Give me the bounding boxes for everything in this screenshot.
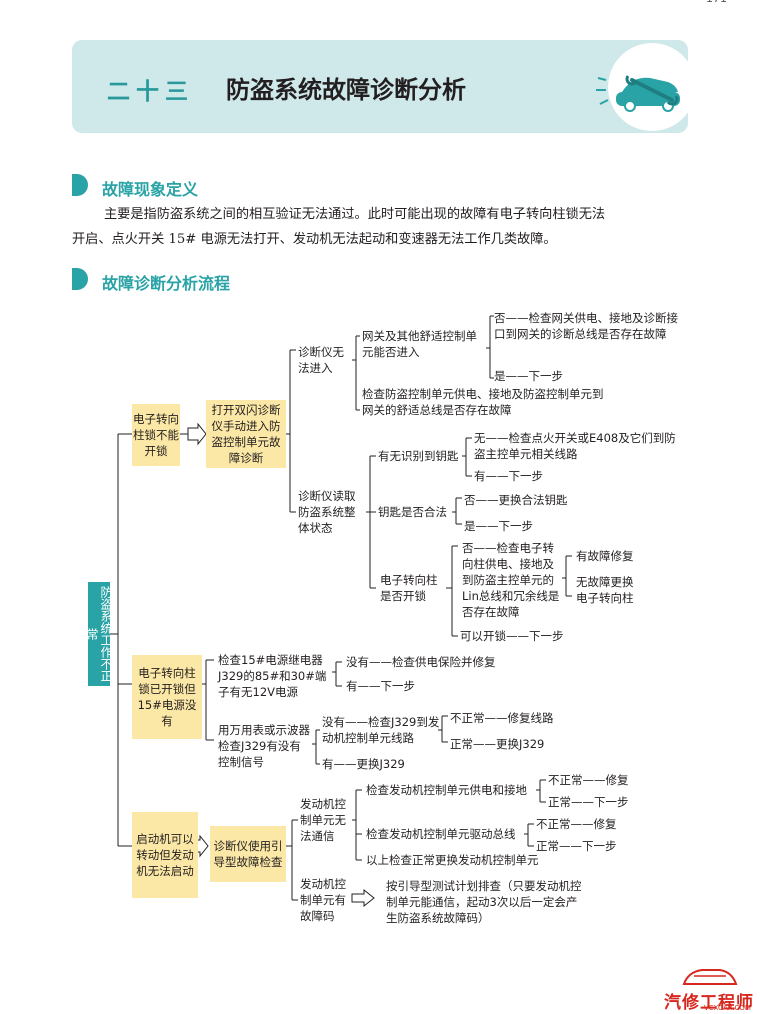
node-column-no: 否——检查电子转向柱供电、接地及到防盗主控单元的Lin总线和冗余线是否存在故障: [462, 541, 560, 619]
node-line-abnormal: 不正常——修复线路: [450, 711, 554, 725]
node-read-status: 诊断仪读取防盗系统整体状态: [298, 489, 356, 535]
section-title-flow: 故障诊断分析流程: [102, 274, 231, 293]
node-key-none: 无——检查点火开关或E408及它们到防盗主控单元相关线路: [474, 431, 676, 461]
section-marker: [72, 268, 88, 290]
fault-box-steering-lock: 电子转向柱锁不能开锁: [132, 404, 180, 466]
node-cannot-enter: 诊断仪无法进入: [298, 345, 344, 375]
node-key-valid: 钥匙是否合法: [378, 505, 447, 519]
node-key-detected: 有无识别到钥匙: [378, 449, 459, 463]
node-gateway-yes: 是——下一步: [494, 369, 563, 383]
chapter-title: 防盗系统故障诊断分析: [226, 76, 466, 104]
action-box-diagnose: 打开双闪诊断仪手动进入防盗控制单元故障诊断: [206, 400, 286, 468]
watermark-url: VCXCAR.COM: [704, 1004, 751, 1012]
node-gateway-check: 网关及其他舒适控制单元能否进入: [362, 329, 477, 359]
node-ecu-bus-abnormal: 不正常——修复: [536, 817, 617, 831]
node-signal-yes: 有——更换J329: [322, 757, 405, 771]
node-replace-ecu: 以上检查正常更换发动机控制单元: [366, 853, 539, 867]
section-marker: [72, 174, 88, 196]
node-relay-no: 没有——检查供电保险并修复: [346, 655, 496, 669]
node-guided-test: 按引导型测试计划排查（只要发动机控制单元能通信，起动3次以后一定会产生防盗系统故…: [386, 879, 582, 925]
node-relay-yes: 有——下一步: [346, 679, 415, 693]
node-ecu-has-code: 发动机控制单元有故障码: [300, 877, 346, 923]
node-ecu-power-normal: 正常——下一步: [548, 795, 629, 809]
node-ecu-bus-normal: 正常——下一步: [536, 839, 617, 853]
node-signal-check: 用万用表或示波器检查J329有没有控制信号: [218, 723, 310, 769]
fault-box-engine-no-start: 启动机可以转动但发动机无法启动: [132, 812, 198, 898]
node-key-invalid: 否——更换合法钥匙: [464, 493, 568, 507]
node-column-unlocked: 电子转向柱是否开锁: [380, 573, 438, 603]
car-wrench-icon: [596, 43, 692, 131]
node-ecu-power-abnormal: 不正常——修复: [548, 773, 629, 787]
node-no-fault-replace: 无故障更换电子转向柱: [576, 575, 634, 605]
watermark-text: 汽修工程师: [664, 993, 754, 1013]
paragraph-line-1: 主要是指防盗系统之间的相互验证无法通过。此时可能出现的故障有电子转向柱锁无法: [104, 207, 606, 222]
node-ecu-bus-check: 检查发动机控制单元驱动总线: [366, 827, 516, 841]
paragraph-line-2: 开启、点火开关 15# 电源无法打开、发动机无法起动和变速器无法工作几类故障。: [72, 232, 557, 247]
fault-box-no-15-power: 电子转向柱锁已开锁但15#电源没有: [132, 655, 202, 739]
node-relay-check: 检查15#电源继电器J329的85#和30#端子有无12V电源: [218, 653, 327, 699]
node-line-normal: 正常——更换J329: [450, 737, 545, 751]
node-key-valid-yes: 是——下一步: [464, 519, 533, 533]
node-signal-no: 没有——检查J329到发动机控制单元线路: [322, 715, 440, 745]
chapter-number: 二十三: [107, 79, 194, 105]
node-key-yes: 有——下一步: [474, 469, 543, 483]
node-ecu-power-check: 检查发动机控制单元供电和接地: [366, 783, 527, 797]
node-column-yes: 可以开锁——下一步: [460, 629, 564, 643]
page-number: 171: [706, 0, 727, 5]
node-gateway-no: 否——检查网关供电、接地及诊断接口到网关的诊断总线是否存在故障: [494, 311, 678, 341]
chapter-banner: [72, 40, 688, 133]
root-node: 防盗系统工作不正常: [85, 582, 113, 686]
node-immo-power-check: 检查防盗控制单元供电、接地及防盗控制单元到网关的舒适总线是否存在故障: [362, 387, 604, 417]
section-title-definition: 故障现象定义: [102, 180, 199, 199]
car-logo-icon: [682, 969, 738, 985]
node-ecu-no-comm: 发动机控制单元无法通信: [300, 797, 346, 843]
action-box-guided-check: 诊断仪使用引导型故障检查: [210, 826, 286, 882]
node-fault-repair: 有故障修复: [576, 549, 634, 563]
